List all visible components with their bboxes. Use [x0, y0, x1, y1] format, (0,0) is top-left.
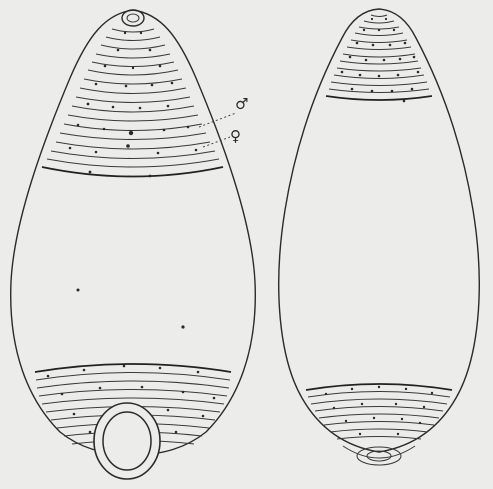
- left-egg-apex-cap-inner: [127, 14, 139, 22]
- right-egg: [279, 9, 480, 465]
- left-egg-apex-cap: [122, 10, 144, 26]
- right-egg-upper-bands: [326, 15, 432, 100]
- left-egg-upper-bands: [42, 29, 223, 177]
- right-egg-basal-cap: [343, 446, 415, 465]
- left-egg: [11, 10, 256, 479]
- left-egg-basal-ring-inner: [103, 412, 151, 470]
- left-egg-middle-pores: [77, 289, 185, 329]
- left-egg-upper-pores: [69, 32, 198, 178]
- right-egg-upper-pores: [341, 18, 420, 102]
- female-symbol: ♀: [230, 127, 241, 145]
- right-egg-lower-bands: [306, 384, 452, 439]
- male-leader-line: [199, 113, 236, 127]
- male-symbol: ♂: [235, 95, 248, 113]
